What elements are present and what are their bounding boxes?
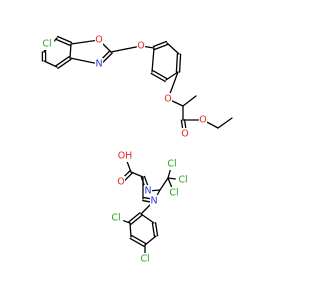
double-bond-line — [151, 222, 156, 237]
double-bond-line — [55, 56, 70, 67]
atom-label: Cl — [111, 213, 120, 224]
atom-o-o3: O — [163, 93, 173, 105]
atom-n-n4: N — [149, 195, 159, 207]
atom-label: O — [181, 129, 188, 140]
atom-label: Cl — [140, 254, 149, 265]
double-bond-line — [152, 69, 168, 80]
atom-o-o4: O — [180, 128, 190, 140]
atom-o-oh: OH — [117, 150, 133, 162]
atom-label-background — [94, 58, 104, 70]
atom-label: Cl — [178, 175, 187, 186]
double-bond-line — [150, 72, 166, 83]
atom-n-n1: N — [94, 58, 104, 70]
atom-label-background — [94, 34, 104, 46]
atom-o-o1: O — [94, 34, 104, 46]
single-bond — [159, 177, 169, 191]
double-bond-line — [152, 40, 168, 48]
double-bond-line — [57, 58, 72, 69]
single-bond — [151, 47, 155, 73]
atom-cl-cl1: Cl — [39, 38, 55, 50]
atom-label-background — [175, 174, 191, 186]
atom-label-background — [149, 195, 159, 207]
atom-label: O — [199, 115, 206, 126]
atom-label-background — [136, 40, 146, 52]
double-bond-line — [55, 38, 72, 47]
atom-label: O — [137, 41, 144, 52]
atom-label-background — [116, 176, 126, 188]
single-bond — [140, 213, 155, 224]
atom-label: N — [95, 59, 102, 70]
atom-o-o5: O — [198, 114, 208, 126]
atom-label: OH — [118, 151, 133, 162]
atom-label: N — [150, 196, 157, 207]
atom-label: Cl — [169, 188, 178, 199]
atom-label-background — [163, 93, 173, 105]
double-bond-line — [153, 43, 169, 51]
double-bond-line — [130, 214, 143, 225]
atom-label: N — [144, 186, 151, 197]
bond-layer — [41, 35, 233, 260]
single-bond — [70, 39, 100, 45]
atom-o-o6: O — [116, 176, 126, 188]
atom-label-background — [39, 38, 55, 50]
single-bond — [182, 95, 197, 107]
atom-label: O — [117, 177, 124, 188]
atom-o-o2: O — [136, 40, 146, 52]
atom-label-background — [143, 185, 153, 197]
atom-cl-cl2: Cl — [108, 212, 124, 224]
atom-label: O — [164, 94, 171, 105]
double-bond-line — [178, 53, 182, 73]
atom-label-background — [198, 114, 208, 126]
atom-label-background — [137, 253, 153, 265]
atom-cl-cl5: Cl — [166, 187, 182, 199]
double-bond-line — [154, 222, 159, 237]
single-bond — [43, 60, 58, 68]
atom-label: Cl — [167, 159, 176, 170]
single-bond — [166, 42, 180, 55]
double-bond-line — [131, 234, 147, 245]
double-bond-line — [129, 237, 145, 248]
single-bond — [129, 222, 132, 238]
atom-cl-cl4: Cl — [175, 174, 191, 186]
atom-cl-cl6: Cl — [137, 253, 153, 265]
atom-label: Cl — [42, 39, 51, 50]
single-bond — [69, 43, 72, 59]
single-bond — [69, 57, 100, 65]
double-bond-line — [56, 35, 73, 44]
single-bond — [130, 171, 144, 178]
single-bond — [144, 235, 157, 246]
double-bond-line — [175, 53, 179, 73]
atom-label-background — [166, 187, 182, 199]
atom-n-n2: N — [143, 185, 153, 197]
atom-cl-cl3: Cl — [164, 158, 180, 170]
atom-label-background — [180, 128, 190, 140]
atom-label-background — [108, 212, 124, 224]
single-bond — [217, 117, 233, 129]
double-bond-line — [128, 212, 141, 223]
atom-label-background — [117, 150, 133, 162]
atom-label-background — [164, 158, 180, 170]
atom-label: O — [95, 35, 102, 46]
single-bond — [110, 45, 142, 53]
single-bond — [165, 71, 179, 81]
